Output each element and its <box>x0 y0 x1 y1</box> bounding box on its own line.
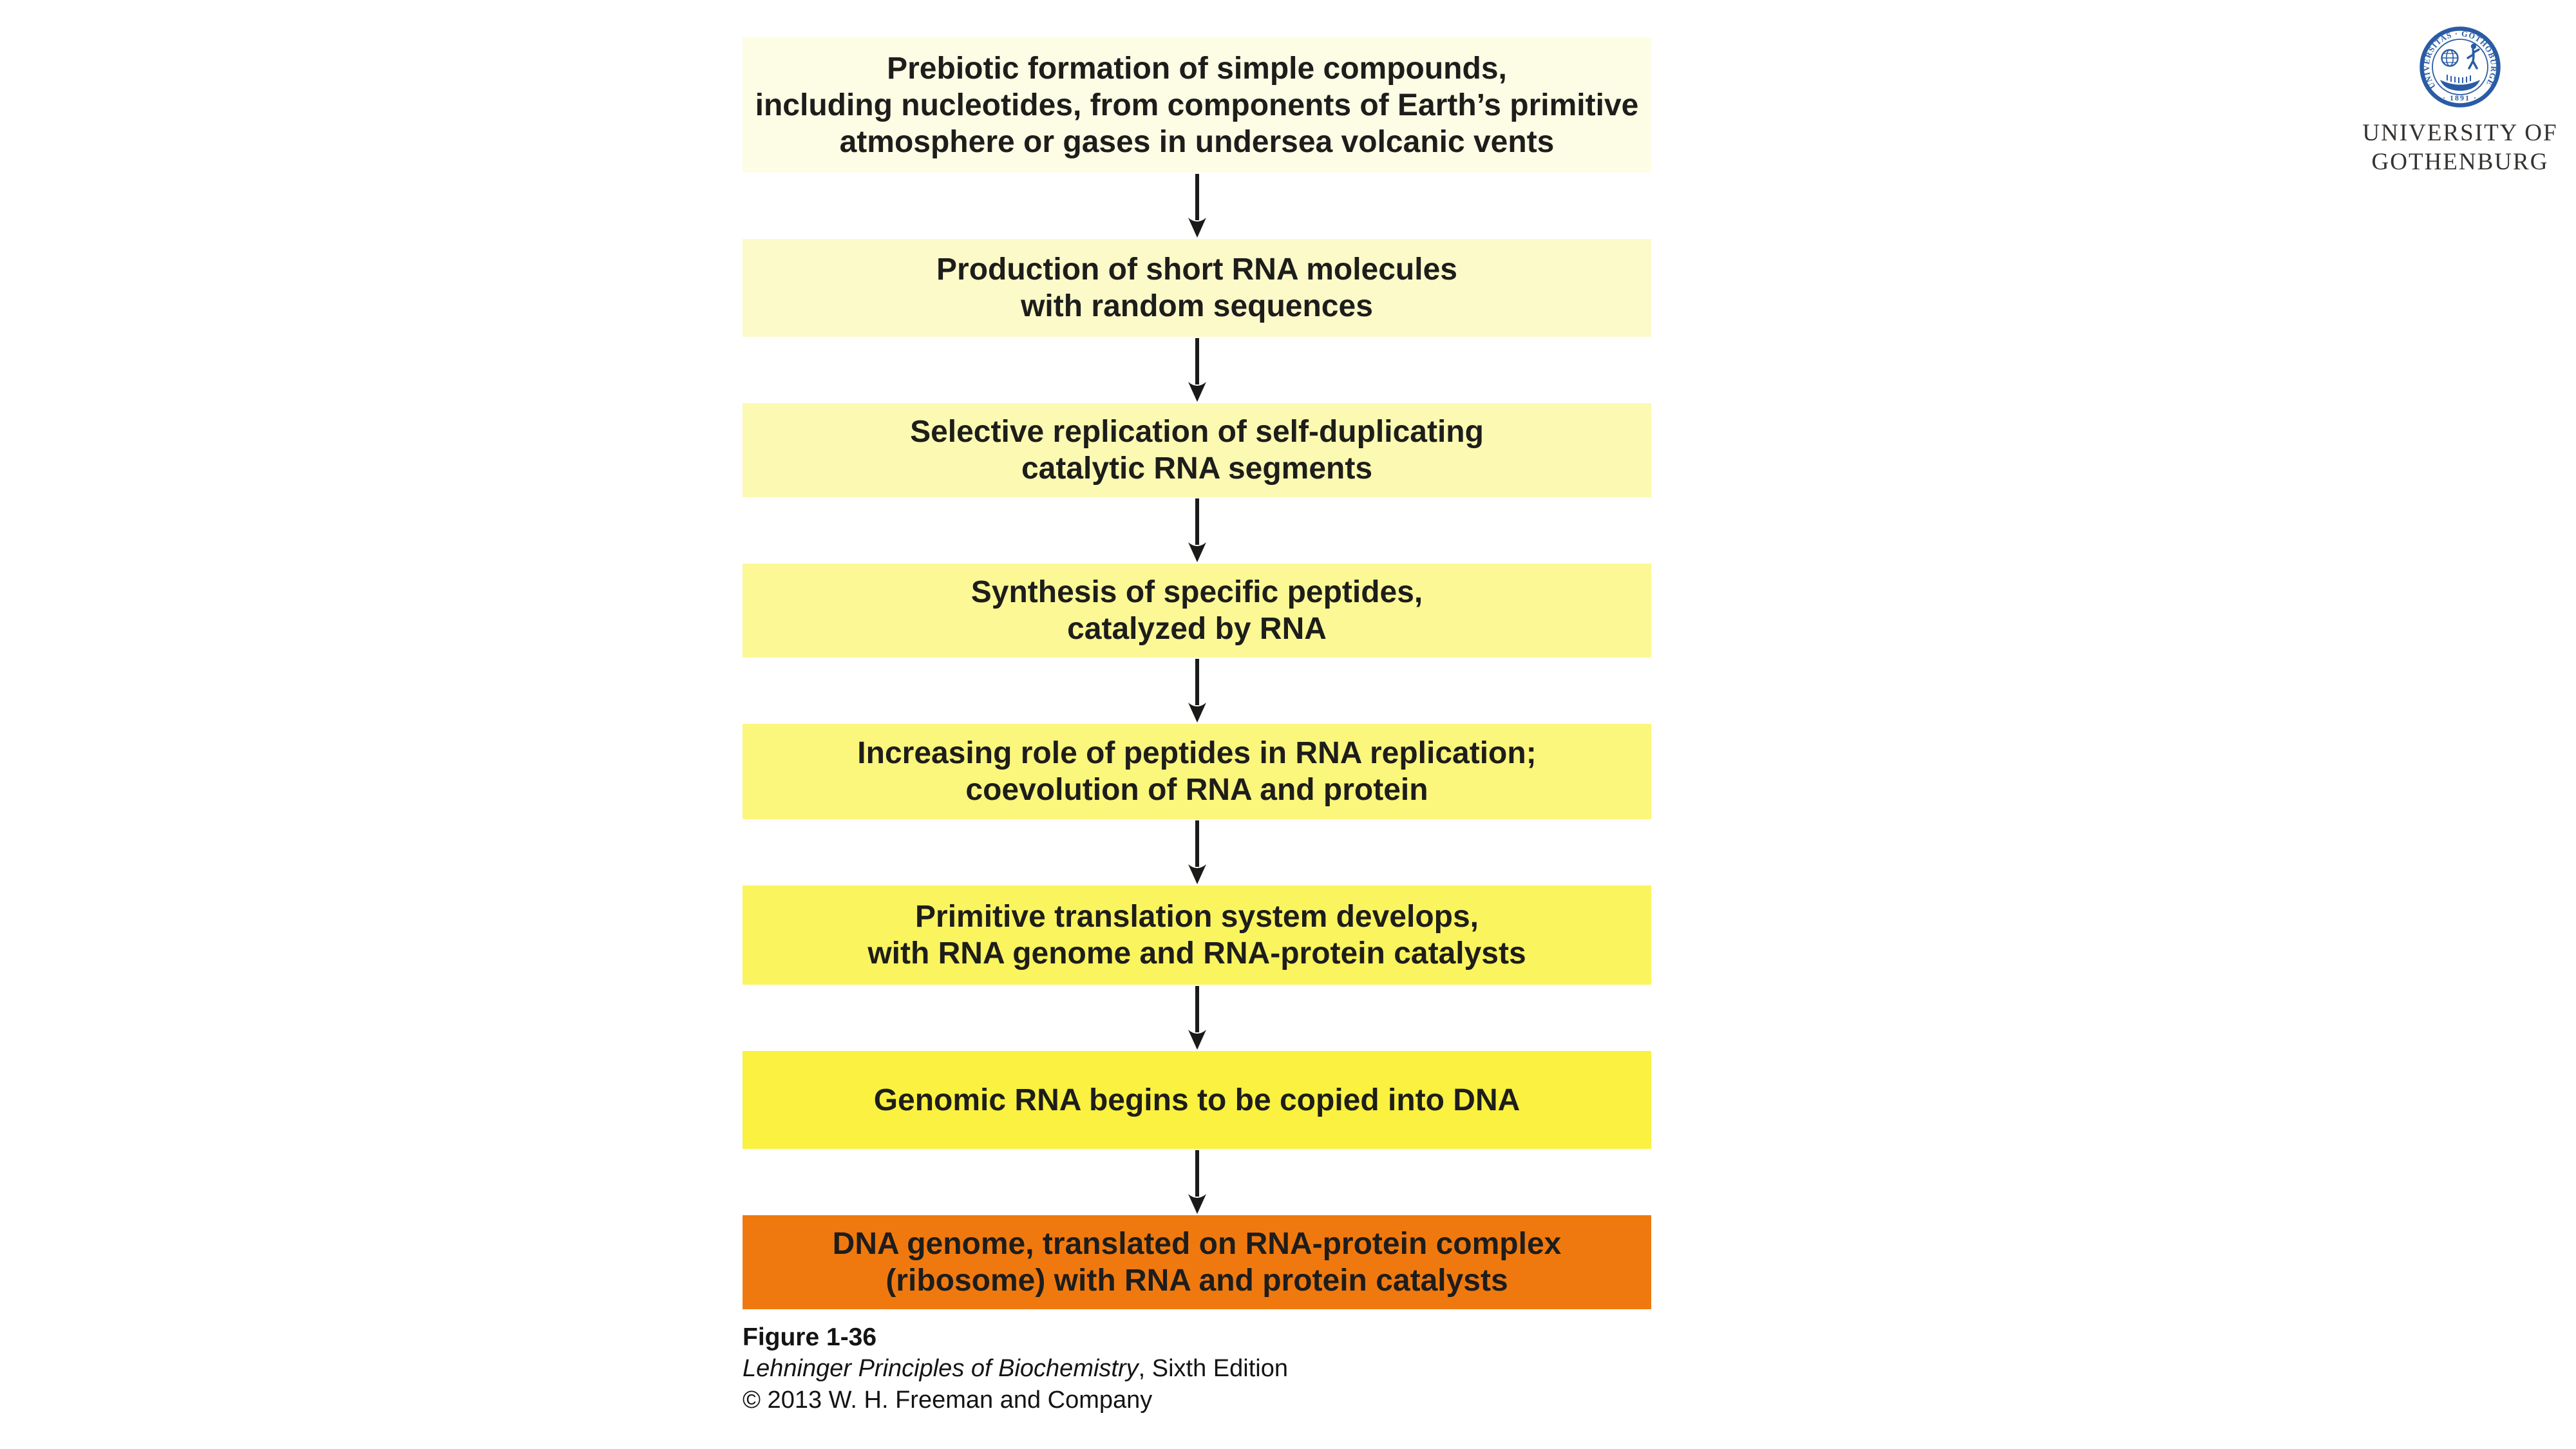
flow-step-5: Increasing role of peptides in RNA repli… <box>743 724 1651 819</box>
seal-emblem-globe <box>2441 49 2459 67</box>
flow-step-4: Synthesis of specific peptides, catalyze… <box>743 564 1651 658</box>
down-arrow-icon <box>1188 174 1206 238</box>
university-name-line2: GOTHENBURG <box>2371 149 2549 175</box>
book-reference: Lehninger Principles of Biochemistry, Si… <box>743 1353 1288 1385</box>
university-wordmark: UNIVERSITY OF GOTHENBURG <box>2344 118 2576 176</box>
copyright-line: © 2013 W. H. Freeman and Company <box>743 1387 1153 1414</box>
arrow-row <box>743 819 1651 886</box>
figure-caption: Figure 1-36 Lehninger Principles of Bioc… <box>743 1321 1288 1416</box>
seal-emblem-ship <box>2440 75 2480 91</box>
figure-number: Figure 1-36 <box>743 1323 877 1351</box>
down-arrow-icon <box>1188 986 1206 1050</box>
flow-step-6: Primitive translation system develops, w… <box>743 886 1651 985</box>
flowchart: Prebiotic formation of simple compounds,… <box>743 37 1651 1309</box>
down-arrow-icon <box>1188 498 1206 562</box>
flow-step-3: Selective replication of self-duplicatin… <box>743 403 1651 497</box>
arrow-row <box>743 173 1651 239</box>
university-name-line1: UNIVERSITY OF <box>2362 120 2558 146</box>
arrow-row <box>743 497 1651 564</box>
book-title: Lehninger Principles of Biochemistry <box>743 1355 1139 1382</box>
arrow-row <box>743 337 1651 403</box>
university-seal-icon: UNIVERSITAS · GOTHOBURGENSIS · 1891 · <box>2419 26 2501 108</box>
arrow-row <box>743 1149 1651 1215</box>
flow-step-7: Genomic RNA begins to be copied into DNA <box>743 1051 1651 1149</box>
down-arrow-icon <box>1188 820 1206 884</box>
flow-step-8: DNA genome, translated on RNA-protein co… <box>743 1215 1651 1309</box>
flow-step-2: Production of short RNA molecules with r… <box>743 239 1651 337</box>
arrow-row <box>743 658 1651 724</box>
university-logo: UNIVERSITAS · GOTHOBURGENSIS · 1891 · UN… <box>2344 26 2576 176</box>
book-edition: , Sixth Edition <box>1138 1355 1288 1382</box>
down-arrow-icon <box>1188 659 1206 723</box>
arrow-row <box>743 985 1651 1051</box>
seal-year-text: · 1891 · <box>2443 93 2477 102</box>
flow-step-1: Prebiotic formation of simple compounds,… <box>743 37 1651 173</box>
down-arrow-icon <box>1188 1150 1206 1214</box>
seal-emblem-figure <box>2467 43 2480 70</box>
down-arrow-icon <box>1188 338 1206 402</box>
